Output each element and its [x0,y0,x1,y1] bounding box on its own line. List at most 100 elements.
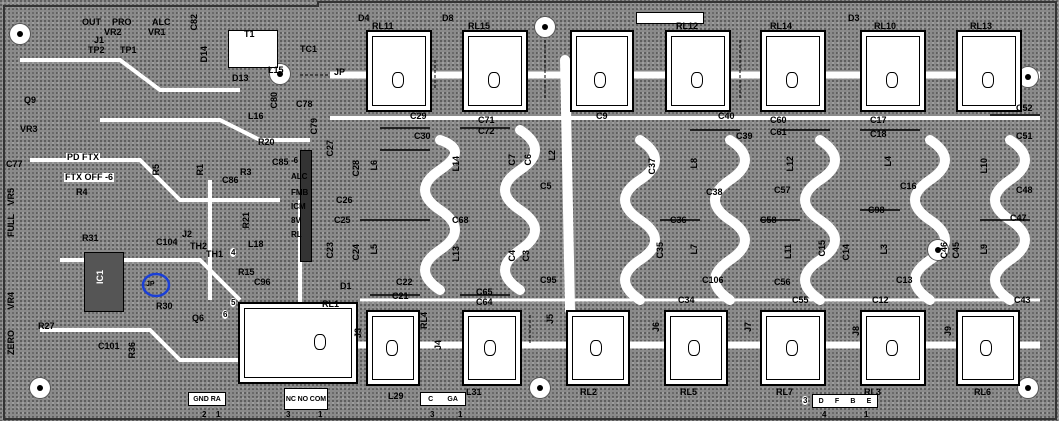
component-label: D1 [340,281,352,291]
component-label: C72 [478,126,495,136]
component-label: C77 [6,159,23,169]
strip-label: ICM [291,202,306,211]
relay-rl15 [462,30,528,112]
component-label: C26 [336,195,353,205]
ftx-off-label: FTX OFF -6 [64,172,114,182]
t1-label: T1 [244,29,255,39]
side-strip-bar [300,150,312,262]
out-label: OUT [82,17,101,27]
component-label: C39 [736,131,753,141]
circled-number: 6 [222,310,229,319]
component-label: JP [334,67,346,77]
zero-label: ZERO [6,330,16,356]
component-label: C71 [478,115,495,125]
component-label: C48 [1016,185,1033,195]
component-label: R20 [258,137,275,147]
component-label: L11 [783,244,793,260]
component-label: C17 [870,115,887,125]
mounting-hole [30,378,50,398]
mounting-hole [1018,378,1038,398]
component-label: L15 [268,65,284,75]
component-label: C78 [296,99,313,109]
relay-label: RL11 [372,21,394,31]
component-label: C61 [770,127,787,137]
component-label: C40 [718,111,735,121]
pin-number: 1 [216,410,221,419]
component-label: J3 [353,328,363,339]
pin-number: 2 [202,410,207,419]
component-label: C79 [309,118,319,135]
strip-label: FMB [291,188,309,197]
component-label: C45 [951,242,961,259]
component-label: C34 [678,295,695,305]
relay-rl5 [664,310,728,386]
component-label: C4 [507,250,517,262]
relay-rl1 [238,302,358,384]
relay-label: RL1 [322,299,340,309]
gnd-ra-connector: GND RA [188,392,226,406]
component-label: L4 [883,156,893,167]
component-label: J8 [851,326,861,337]
strip-label: ALC [291,172,308,181]
component-label: C29 [410,111,427,121]
component-label: C86 [222,175,239,185]
component-label: C3 [521,250,531,262]
relay-rl3 [860,310,926,386]
alc-label: ALC [152,17,171,27]
component-label: C25 [334,215,351,225]
component-label: C55 [792,295,809,305]
tp2-label: TP2 [88,45,105,55]
component-label: L31 [466,387,482,397]
c-ga-connector: C GA [420,392,466,406]
component-label: C36 [670,215,687,225]
component-label: D4 [358,13,370,23]
component-label: C43 [1014,295,1031,305]
relay-rl12 [665,30,731,112]
strip-label: -6 [291,156,299,165]
mounting-hole [535,17,555,37]
component-label: J9 [943,326,953,337]
component-label: L18 [248,239,264,249]
label-plate [636,12,704,24]
relay-rl11 [366,30,432,112]
component-label: L3 [879,244,889,255]
component-label: C58 [760,215,777,225]
relay-label: RL12 [676,21,699,31]
relay-label: RL6 [974,387,992,397]
component-label: J5 [545,314,555,325]
vr3-label: VR3 [20,124,38,134]
relay-rl10 [860,30,926,112]
component-label: L5 [369,244,379,255]
pin-number: 4 [822,410,827,419]
component-label: C28 [351,160,361,177]
relay-rl13 [956,30,1022,112]
component-label: R4 [76,187,88,197]
component-label: L7 [689,244,699,255]
component-label: TH1 [206,249,224,259]
component-label: C12 [872,295,889,305]
component-label: C6 [523,154,533,166]
component-label: J1 [94,35,105,45]
highlight-circle [141,272,171,298]
vr5-label: VR5 [6,188,16,206]
component-label: C106 [702,275,724,285]
component-label: R27 [38,321,55,331]
pro-label: PRO [112,17,132,27]
component-label: R30 [156,301,173,311]
component-label: L13 [451,246,461,262]
relay-label: RL14 [770,21,793,31]
component-label: C96 [254,277,271,287]
relay-label: RL4 [419,312,429,330]
relay-rl2 [566,310,630,386]
pin-number: 1 [864,410,869,419]
component-label: C95 [540,275,557,285]
pin-number: 3 [430,410,435,419]
component-label: R36 [127,342,137,359]
component-label: R31 [82,233,99,243]
component-label: L10 [979,158,989,174]
component-label: IC1 [95,270,105,285]
component-label: D13 [232,73,249,83]
pin-number: 3 [286,410,291,419]
component-label: C27 [325,140,335,157]
